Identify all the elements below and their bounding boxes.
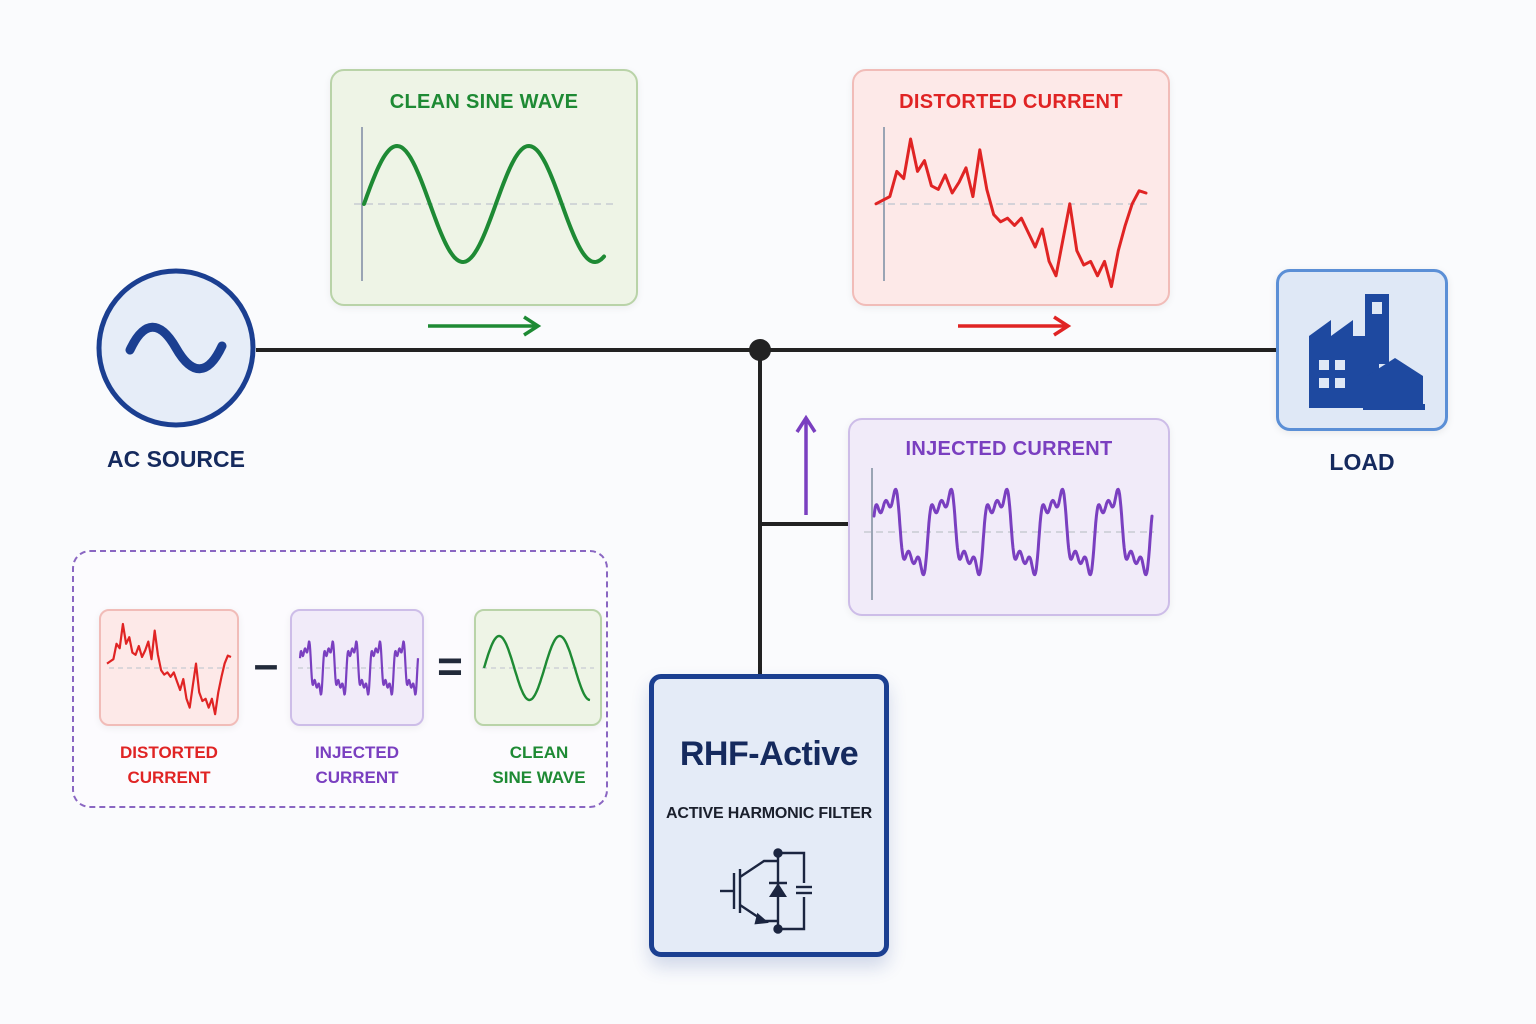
clean-flow-arrow — [428, 315, 542, 337]
injected-waveform — [864, 468, 1154, 600]
minus-sign: – — [253, 640, 279, 689]
mini-distorted-panel — [99, 609, 239, 726]
distorted-flow-arrow — [958, 315, 1072, 337]
load-label: LOAD — [1329, 449, 1395, 475]
injection-flow-arrow — [795, 414, 817, 515]
distorted-waveform — [874, 127, 1148, 289]
active-harmonic-filter-box: RHF-Active ACTIVE HARMONIC FILTER — [649, 674, 889, 957]
ac-source — [96, 268, 256, 428]
igbt-diode-capacitor-icon — [720, 848, 812, 934]
sine-wave-icon — [96, 268, 256, 428]
factory-icon — [1309, 294, 1425, 410]
mini-injected-panel — [290, 609, 424, 726]
injected-current-panel: INJECTED CURRENT — [848, 418, 1170, 616]
distorted-current-panel: DISTORTED CURRENT — [852, 69, 1170, 306]
clean-waveform — [354, 127, 616, 281]
bus-junction-dot — [749, 339, 771, 361]
injected-panel-title: INJECTED CURRENT — [905, 438, 1113, 460]
distorted-panel-title: DISTORTED CURRENT — [899, 91, 1123, 113]
clean-sine-wave-panel: CLEAN SINE WAVE — [330, 69, 638, 306]
filter-subtitle: ACTIVE HARMONIC FILTER — [666, 805, 872, 822]
load — [1276, 269, 1448, 431]
mini-clean-panel — [474, 609, 602, 726]
filter-name: RHF-Active — [679, 735, 859, 773]
equals-sign: = — [437, 642, 463, 691]
ac-source-label: AC SOURCE — [106, 446, 245, 472]
clean-panel-title: CLEAN SINE WAVE — [389, 91, 579, 113]
